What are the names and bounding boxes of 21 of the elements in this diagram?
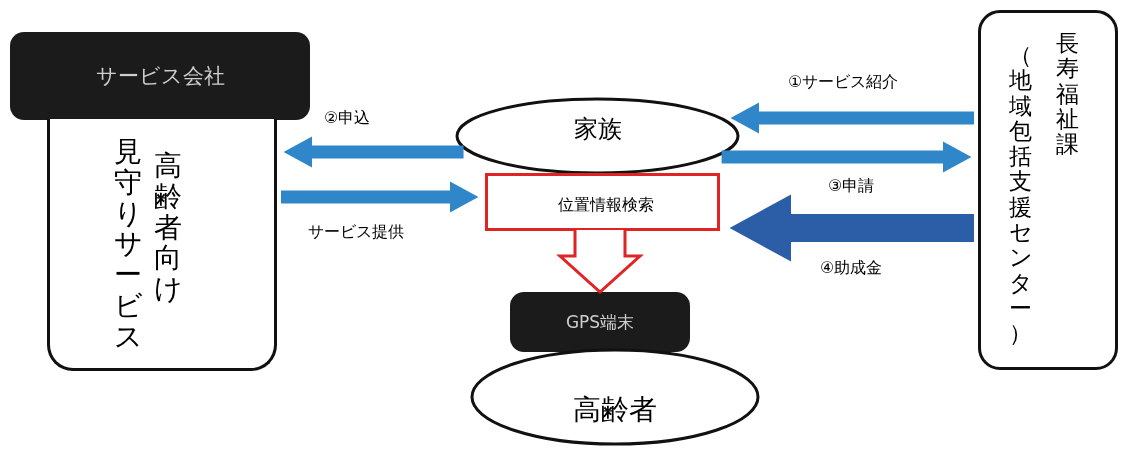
- ellipse-node: [470, 348, 760, 446]
- node-text: GPS端末: [564, 310, 636, 334]
- block-arrow: [283, 136, 464, 168]
- node-text: 位置情報検索: [556, 193, 655, 216]
- node-text: 高齢者: [572, 392, 658, 428]
- node-text: 長寿福祉課（地域包括支援センター）: [1009, 31, 1079, 347]
- block-arrow: [729, 194, 974, 262]
- block-arrow: [721, 141, 972, 173]
- dark-label-box: [10, 32, 310, 120]
- process-box: [485, 173, 720, 231]
- edge-label: ①サービス紹介: [786, 72, 901, 93]
- block-arrow: [281, 181, 479, 213]
- dark-label-box: [510, 292, 690, 352]
- edge-label: サービス提供: [306, 222, 406, 243]
- block-arrow: [730, 102, 974, 134]
- ellipse-node: [455, 97, 740, 175]
- node-text: 家族: [572, 114, 623, 145]
- hollow-arrow: [556, 228, 644, 294]
- node-text: サービス会社: [94, 63, 226, 90]
- service-box: [47, 119, 277, 371]
- organization-box: [978, 10, 1118, 370]
